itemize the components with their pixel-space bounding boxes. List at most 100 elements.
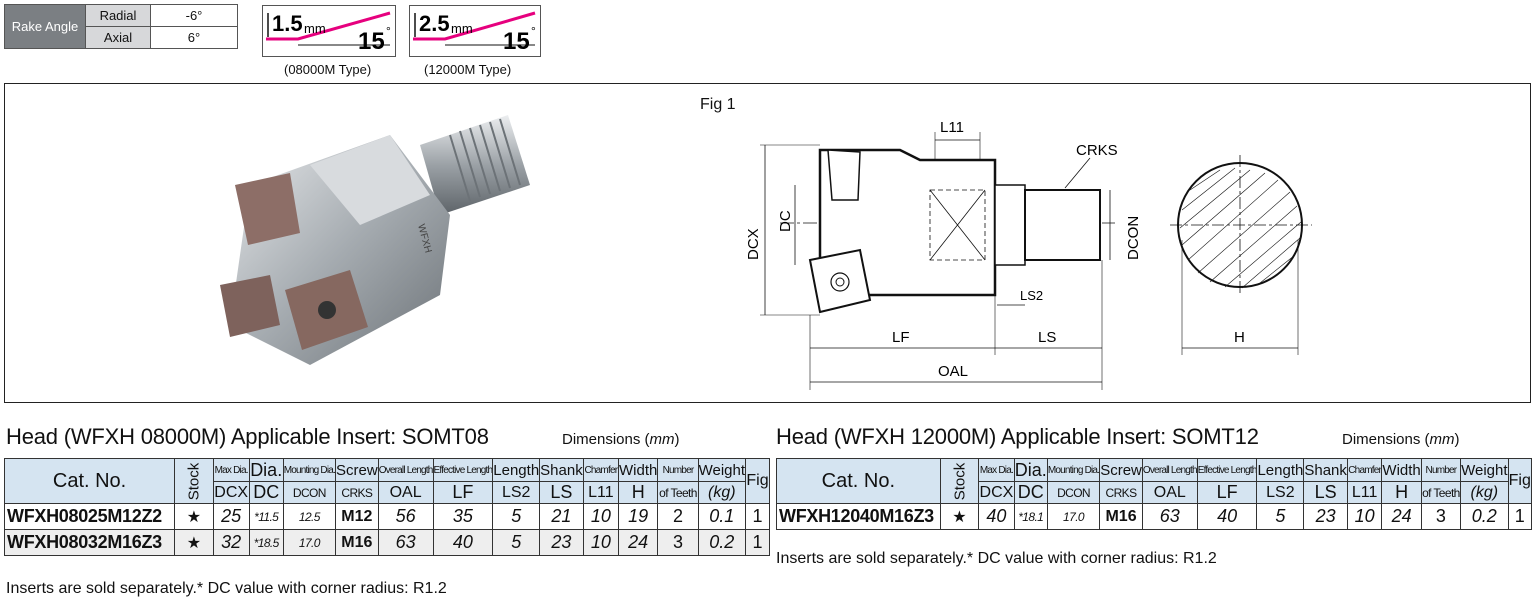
- cell-teeth: 2: [657, 503, 699, 530]
- header-code-ls2: LS2: [492, 481, 541, 504]
- cell-ls2: 5: [492, 503, 541, 530]
- header-desc-lf: Effective Length: [432, 458, 494, 482]
- cell-dcx: 25: [212, 503, 250, 530]
- header-code-dcx: DCX: [978, 481, 1015, 504]
- header-code-dc: DC: [1013, 481, 1048, 504]
- header-code-ls: LS: [539, 481, 584, 504]
- header-code-dcx: DCX: [212, 481, 250, 504]
- header-desc-weight: Weight: [1460, 458, 1509, 482]
- cell-ls: 23: [1303, 503, 1348, 530]
- header-desc-dc: Dia.: [248, 458, 284, 482]
- dim-ls: LS: [1038, 329, 1056, 346]
- deg-08000: °: [386, 24, 391, 38]
- rake-radial-value: -6°: [150, 4, 238, 27]
- dim-dcon: DCON: [1125, 216, 1142, 260]
- header-code-h: H: [618, 481, 659, 504]
- dim-ls2: LS2: [1020, 288, 1043, 303]
- header-desc-oal: Overall Length: [377, 458, 434, 482]
- header-desc-crks: Screw: [335, 458, 379, 482]
- table-row: WFXH08025M12Z2 ★ 25 *11.5 12.5 M12 56 35…: [3, 503, 770, 530]
- cell-dcon: 17.0: [282, 529, 337, 556]
- cell-dcx: 32: [212, 529, 250, 556]
- cell-h: 24: [618, 529, 659, 556]
- angle-12000: 15: [503, 28, 530, 55]
- header-code-h: H: [1381, 481, 1422, 504]
- technical-drawing: DCX DC DCON L11 CRKS LS2 LF LS OAL H: [745, 119, 1312, 390]
- header-desc-oal: Overall Length: [1141, 458, 1198, 482]
- header-desc-weight: Weight: [697, 458, 747, 482]
- dim-l11: L11: [940, 119, 964, 136]
- table-title-08000: Head (WFXH 08000M) Applicable Insert: SO…: [6, 424, 489, 449]
- spec-table-08000: Cat. No. Stock Max Dia. Dia. Mounting Di…: [3, 458, 770, 556]
- unit-08000: mm: [304, 21, 326, 36]
- header-stock: Stock: [174, 458, 214, 504]
- cell-ls2: 5: [1256, 503, 1305, 530]
- tool-photo: WFXH: [220, 115, 530, 365]
- header-desc-l11: Chamfer: [1346, 458, 1383, 482]
- cell-fig: 1: [745, 503, 770, 530]
- dimensions-label-12000: Dimensions (mm): [1342, 431, 1460, 448]
- header-cat-no: Cat. No.: [776, 458, 941, 504]
- header-code-lf: LF: [1196, 481, 1258, 504]
- header-desc-lf: Effective Length: [1196, 458, 1258, 482]
- header-desc-dcon: Mounting Dia.: [282, 458, 337, 482]
- rake-axial-label: Axial: [85, 26, 151, 49]
- cat-no: WFXH08032M16Z3: [3, 529, 176, 556]
- dim-lf: LF: [892, 329, 910, 346]
- header-cat-no: Cat. No.: [3, 458, 176, 504]
- table-note-12000: Inserts are sold separately.* DC value w…: [776, 550, 1217, 567]
- stock-star: ★: [174, 529, 214, 556]
- header-code-ls: LS: [1303, 481, 1348, 504]
- header-code-weight: (kg): [1460, 481, 1509, 504]
- header-fig: Fig: [745, 458, 770, 504]
- header-code-dcon: DCON: [282, 481, 337, 504]
- dim-dc: DC: [777, 210, 794, 232]
- type-caption-12000: (12000M Type): [424, 62, 512, 77]
- table-row: WFXH12040M16Z3 ★ 40 *18.1 17.0 M16 63 40…: [776, 503, 1533, 530]
- dim-oal: OAL: [938, 363, 968, 380]
- cell-l11: 10: [1346, 503, 1383, 530]
- cell-oal: 63: [1141, 503, 1198, 530]
- cell-weight: 0.2: [697, 529, 747, 556]
- header-desc-ls: Shank: [539, 458, 584, 482]
- header-desc-dc: Dia.: [1013, 458, 1048, 482]
- cell-crks: M12: [335, 503, 379, 530]
- spec-table-12000: Cat. No. Stock Max Dia. Dia. Mounting Di…: [776, 458, 1533, 530]
- cell-teeth: 3: [657, 529, 699, 556]
- cell-l11: 10: [582, 503, 620, 530]
- cell-crks: M16: [1099, 503, 1143, 530]
- cell-dcx: 40: [978, 503, 1015, 530]
- figure-box: [4, 83, 1531, 403]
- depth-08000: 1.5: [272, 11, 303, 36]
- cell-fig: 1: [745, 529, 770, 556]
- header-desc-l11: Chamfer: [582, 458, 620, 482]
- header-code-dcon: DCON: [1046, 481, 1101, 504]
- header-code-crks: CRKS: [1099, 481, 1143, 504]
- header-desc-ls2: Length: [1256, 458, 1305, 482]
- depth-angle-icon-08000: 1.5 mm 15 °: [262, 5, 396, 57]
- cell-lf: 40: [432, 529, 494, 556]
- cell-ls2: 5: [492, 529, 541, 556]
- cell-dcon: 17.0: [1046, 503, 1101, 530]
- cell-ls: 23: [539, 529, 584, 556]
- table-note-08000: Inserts are sold separately.* DC value w…: [6, 580, 447, 597]
- header-code-l11: L11: [1346, 481, 1383, 504]
- header-desc-dcx: Max Dia.: [978, 458, 1015, 482]
- header-desc-ls2: Length: [492, 458, 541, 482]
- header-code-teeth: of Teeth: [657, 481, 699, 504]
- header-desc-h: Width: [618, 458, 659, 482]
- deg-12000: °: [531, 24, 536, 38]
- header-code-crks: CRKS: [335, 481, 379, 504]
- cell-h: 24: [1381, 503, 1422, 530]
- header-desc-dcon: Mounting Dia.: [1046, 458, 1101, 482]
- figure-label: Fig 1: [700, 96, 736, 113]
- type-caption-08000: (08000M Type): [284, 62, 372, 77]
- cell-lf: 40: [1196, 503, 1258, 530]
- cell-fig: 1: [1507, 503, 1533, 530]
- header-desc-ls: Shank: [1303, 458, 1348, 482]
- header-stock: Stock: [939, 458, 980, 504]
- table-row: WFXH08032M16Z3 ★ 32 *18.5 17.0 M16 63 40…: [3, 529, 770, 556]
- header-code-teeth: of Teeth: [1420, 481, 1462, 504]
- header-code-lf: LF: [432, 481, 494, 504]
- header-code-weight: (kg): [697, 481, 747, 504]
